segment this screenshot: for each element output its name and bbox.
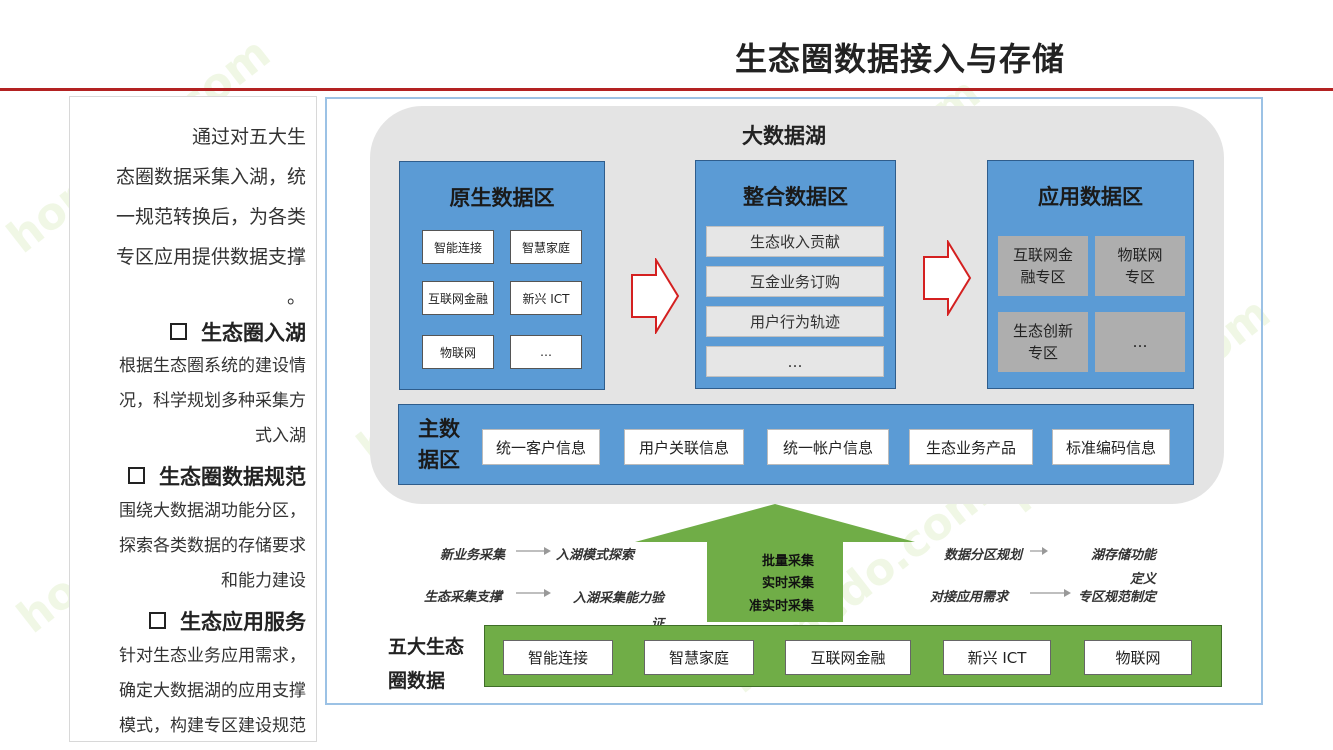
intro-text: 通过对五大生 态圈数据采集入湖，统 一规范转换后，为各类 专区应用提供数据支撑 …	[116, 117, 306, 317]
intro-line: 专区应用提供数据支撑	[115, 246, 306, 268]
master-item: 统一客户信息	[482, 429, 600, 465]
section-line: 根据生态圈系统的建设情	[119, 356, 306, 376]
raw-item: 新兴 ICT	[510, 281, 582, 315]
source-item: 物联网	[1084, 640, 1192, 675]
source-item: 智慧家庭	[644, 640, 754, 675]
data-lake-title: 大数据湖	[742, 124, 826, 148]
ingest-method-label: 实时采集	[762, 576, 815, 591]
section-line: 探索各类数据的存储要求	[119, 536, 306, 556]
checkbox-icon	[149, 611, 166, 629]
ingest-left-label: 新业务采集	[440, 548, 506, 563]
section-line: 确定大数据湖的应用支撑	[119, 681, 306, 701]
master-item: 标准编码信息	[1052, 429, 1170, 465]
section-line: 模式，构建专区建设规范	[119, 716, 306, 736]
app-zone-title: 应用数据区	[1038, 185, 1143, 209]
ingest-method-label: 准实时采集	[749, 599, 815, 614]
page-title: 生态圈数据接入与存储	[735, 40, 1066, 78]
intro-line: 一规范转换后，为各类	[115, 206, 306, 228]
ingest-arrow-icon	[635, 504, 915, 622]
section-line: 针对生态业务应用需求，	[119, 646, 306, 666]
raw-item: 智能连接	[422, 230, 494, 264]
raw-item: …	[510, 335, 582, 369]
source-item: 智能连接	[503, 640, 613, 675]
section-heading: 生态应用服务	[149, 606, 306, 636]
integrated-data-zone: 整合数据区 生态收入贡献 互金业务订购 用户行为轨迹 …	[695, 160, 896, 389]
ingest-right-label: 数据分区规划	[944, 548, 1023, 563]
integrated-item: …	[706, 346, 884, 377]
raw-item: 物联网	[422, 335, 494, 369]
small-arrow-icon	[516, 547, 551, 597]
raw-item: 互联网金融	[422, 281, 494, 315]
source-item: 新兴 ICT	[943, 640, 1051, 675]
flow-arrow-icon	[923, 240, 972, 316]
section-body: 针对生态业务应用需求， 确定大数据湖的应用支撑 模式，构建专区建设规范	[119, 639, 306, 741]
application-data-zone: 应用数据区 互联网金 融专区 物联网 专区 生态创新 专区 …	[987, 160, 1194, 389]
integrated-zone-title: 整合数据区	[743, 185, 848, 209]
section-heading: 生态圈入湖	[170, 317, 306, 347]
intro-line: 通过对五大生	[191, 126, 306, 148]
section-heading-text: 生态应用服务	[180, 610, 306, 634]
flow-arrow-icon	[631, 258, 680, 334]
section-heading-text: 生态圈数据规范	[159, 465, 306, 489]
ingest-right-label: 对接应用需求	[930, 590, 1009, 605]
sources-title: 五大生态 圈数据	[388, 636, 465, 692]
title-divider	[0, 88, 1333, 91]
intro-line: 态圈数据采集入湖，统	[115, 166, 306, 188]
section-body: 围绕大数据湖功能分区， 探索各类数据的存储要求 和能力建设	[119, 494, 306, 599]
section-body: 根据生态圈系统的建设情 况，科学规划多种采集方 式入湖	[119, 349, 306, 454]
app-item: …	[1095, 312, 1185, 372]
ingest-left-label: 入湖模式探索	[556, 548, 635, 563]
integrated-item: 用户行为轨迹	[706, 306, 884, 337]
raw-zone-title: 原生数据区	[449, 186, 555, 210]
master-item: 生态业务产品	[909, 429, 1033, 465]
app-item: 互联网金 融专区	[998, 236, 1088, 296]
raw-data-zone: 原生数据区 智能连接 智慧家庭 互联网金融 新兴 ICT 物联网 …	[399, 161, 605, 390]
section-line: 围绕大数据湖功能分区，	[119, 501, 306, 521]
section-line: 和能力建设	[221, 571, 306, 591]
source-item: 互联网金融	[785, 640, 911, 675]
integrated-item: 互金业务订购	[706, 266, 884, 297]
integrated-item: 生态收入贡献	[706, 226, 884, 257]
ingest-method-label: 批量采集	[762, 554, 815, 569]
section-heading-text: 生态圈入湖	[201, 321, 306, 345]
section-line: 况，科学规划多种采集方	[119, 391, 306, 411]
master-item: 统一帐户信息	[767, 429, 889, 465]
app-item: 生态创新 专区	[998, 312, 1088, 372]
raw-item: 智慧家庭	[510, 230, 582, 264]
diagram-frame	[325, 97, 1263, 705]
description-panel: 通过对五大生 态圈数据采集入湖，统 一规范转换后，为各类 专区应用提供数据支撑 …	[69, 96, 317, 742]
ingest-left-label: 生态采集支撑	[424, 590, 503, 605]
intro-line: 。	[286, 286, 306, 308]
ingest-right-label: 专区规范制定	[1078, 590, 1157, 605]
app-item: 物联网 专区	[1095, 236, 1185, 296]
checkbox-icon	[170, 322, 187, 340]
master-zone-title: 主数 据区	[418, 417, 460, 472]
checkbox-icon	[128, 466, 145, 484]
section-heading: 生态圈数据规范	[128, 461, 306, 491]
section-line: 式入湖	[255, 426, 306, 446]
ingest-right-label: 湖存储功能 定义	[1090, 548, 1156, 587]
master-item: 用户关联信息	[624, 429, 744, 465]
small-arrow-icon	[1030, 547, 1071, 597]
